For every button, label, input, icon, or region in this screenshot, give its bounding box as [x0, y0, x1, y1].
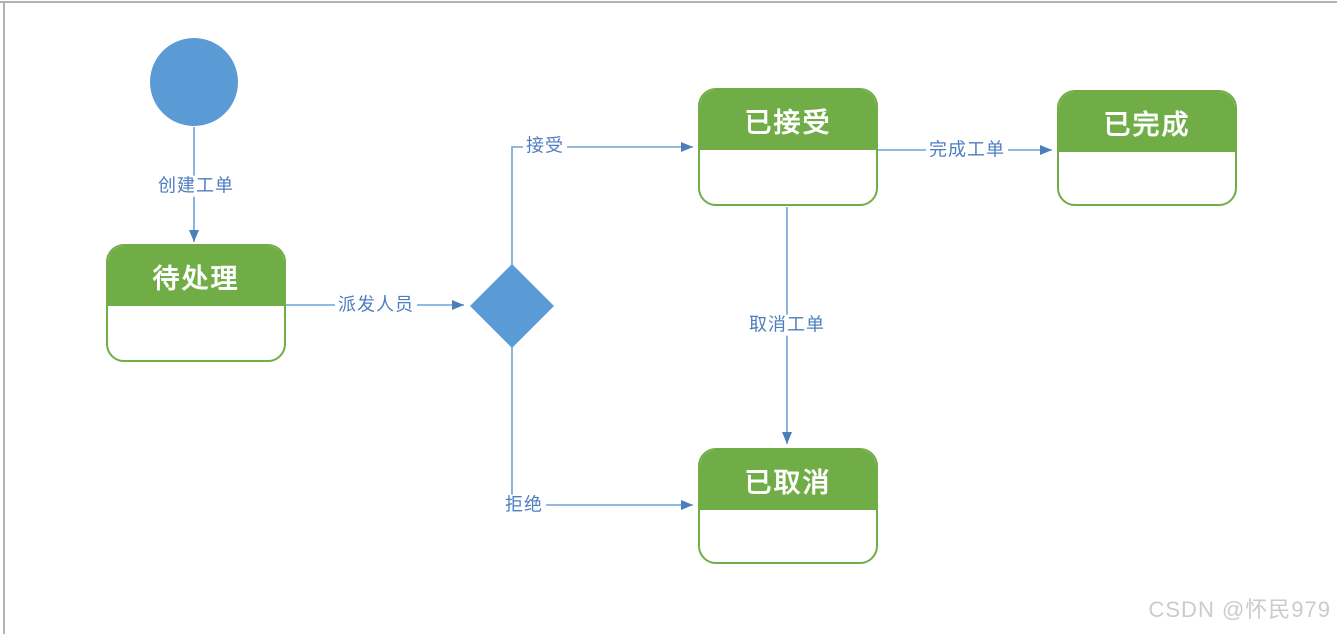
- state-pending-title: 待处理: [152, 263, 240, 294]
- state-cancelled: 已取消: [698, 448, 878, 564]
- edge-label-complete-order: 完成工单: [926, 139, 1008, 161]
- state-accepted: 已接受: [698, 88, 878, 206]
- edge-label-cancel-order: 取消工单: [746, 314, 828, 336]
- state-accepted-header: 已接受: [700, 90, 876, 150]
- edge-label-create-order: 创建工单: [155, 175, 237, 197]
- edge-reject: [511, 347, 693, 510]
- frame-border-left: [3, 1, 5, 634]
- edge-label-dispatch: 派发人员: [335, 294, 417, 316]
- state-pending-header: 待处理: [108, 246, 284, 306]
- state-completed-header: 已完成: [1059, 92, 1235, 152]
- edge-label-accept: 接受: [523, 135, 567, 157]
- edge-label-reject: 拒绝: [502, 494, 546, 516]
- state-cancelled-header: 已取消: [700, 450, 876, 510]
- state-accepted-title: 已接受: [744, 107, 832, 138]
- state-pending: 待处理: [106, 244, 286, 362]
- state-cancelled-title: 已取消: [744, 467, 832, 498]
- frame-border-top: [0, 1, 1337, 3]
- state-completed: 已完成: [1057, 90, 1237, 206]
- start-node-circle: [150, 38, 238, 126]
- edge-accept: [511, 142, 693, 265]
- watermark: CSDN @怀民979: [1148, 597, 1331, 622]
- decision-diamond: [470, 264, 554, 348]
- state-completed-title: 已完成: [1103, 109, 1191, 140]
